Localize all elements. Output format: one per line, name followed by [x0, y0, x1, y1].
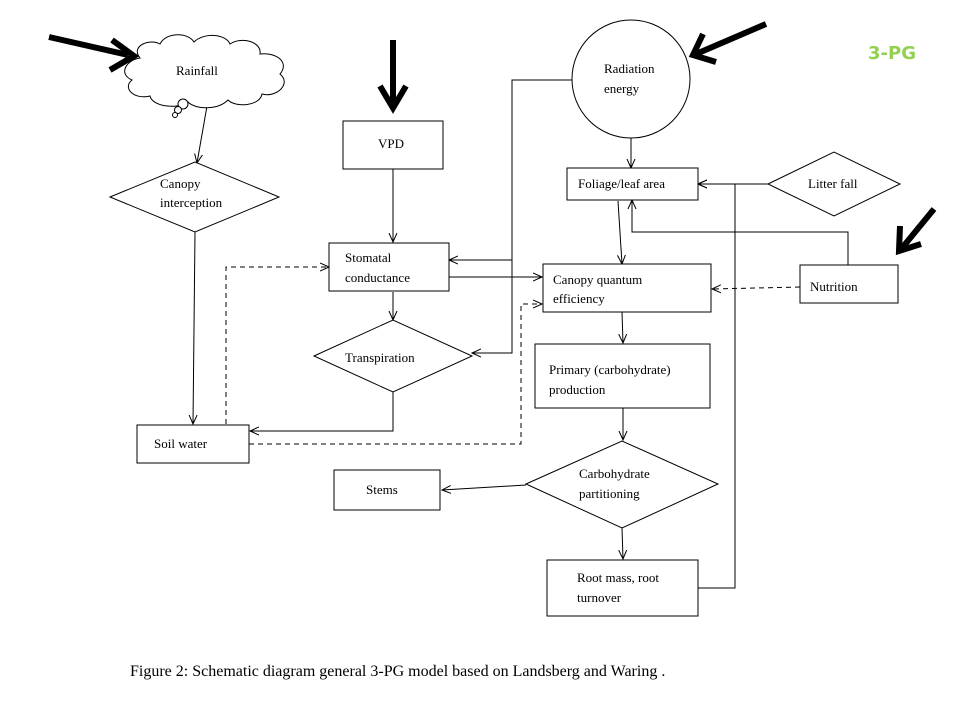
edge-interception-to-soilwater	[193, 231, 195, 424]
carbohydrate-partitioning-label-line1: Carbohydrate	[579, 466, 650, 481]
stems-label: Stems	[366, 482, 398, 497]
edge-root-to-foliage	[698, 184, 736, 589]
canopy-interception-label-line2: interception	[160, 195, 223, 210]
edge-cqe-to-primary	[622, 311, 623, 343]
edge-partitioning-to-stems	[442, 484, 527, 490]
edge-nutrition-to-foliage	[632, 200, 849, 265]
edge-radiation-to-transpiration	[472, 260, 513, 353]
vpd-node: VPD	[342, 120, 444, 170]
nutrition-input-arrow	[895, 207, 937, 256]
cqe-label-line2: efficiency	[553, 291, 605, 306]
transpiration-node: Transpiration	[312, 319, 474, 393]
soil-water-label: Soil water	[154, 436, 208, 451]
foliage-leaf-area-node: Foliage/leaf area	[566, 167, 699, 201]
connectors	[193, 79, 849, 589]
radiation-input-arrow	[688, 21, 768, 65]
vpd-label: VPD	[378, 136, 404, 151]
input-arrows	[48, 21, 937, 256]
model-badge: 3-PG	[868, 43, 916, 64]
rainfall-cloud-node: Rainfall	[124, 34, 285, 118]
primary-production-label-line2: production	[549, 382, 606, 397]
carbohydrate-partitioning-label-line2: partitioning	[579, 486, 640, 501]
foliage-leaf-area-label: Foliage/leaf area	[578, 176, 665, 191]
stems-node: Stems	[333, 469, 441, 511]
stomatal-conductance-label-line2: conductance	[345, 270, 410, 285]
cqe-label-line1: Canopy quantum	[553, 272, 642, 287]
figure-caption: Figure 2: Schematic diagram general 3-PG…	[130, 663, 665, 680]
litter-fall-node: Litter fall	[766, 151, 902, 217]
nutrition-node: Nutrition	[799, 264, 899, 304]
primary-production-label-line1: Primary (carbohydrate)	[549, 362, 671, 377]
stomatal-conductance-label-line1: Stomatal	[345, 250, 392, 265]
edge-partitioning-to-root	[622, 527, 623, 559]
rainfall-input-arrow	[48, 34, 140, 73]
canopy-quantum-efficiency-node: Canopy quantum efficiency	[542, 263, 712, 313]
edge-transpiration-to-soilwater	[250, 392, 394, 431]
radiation-energy-label-line2: energy	[604, 81, 640, 96]
primary-production-node: Primary (carbohydrate) production	[534, 343, 711, 409]
root-mass-label-line2: turnover	[577, 590, 622, 605]
vpd-input-arrow	[377, 40, 409, 114]
canopy-interception-label-line1: Canopy	[160, 176, 201, 191]
transpiration-label: Transpiration	[345, 350, 415, 365]
stomatal-conductance-node: Stomatal conductance	[328, 242, 450, 292]
edge-soilwater-to-cqe	[249, 304, 542, 445]
edge-soilwater-to-stomatal	[225, 267, 329, 424]
canopy-interception-node: Canopy interception	[108, 161, 281, 233]
nutrition-label: Nutrition	[810, 279, 858, 294]
radiation-energy-label-line1: Radiation	[604, 61, 655, 76]
soil-water-node: Soil water	[136, 424, 250, 464]
rainfall-label: Rainfall	[176, 63, 218, 78]
radiation-energy-node: Radiation energy	[571, 19, 691, 139]
edge-nutrition-to-cqe	[712, 287, 801, 289]
root-mass-label-line1: Root mass, root	[577, 570, 659, 585]
litter-fall-label: Litter fall	[808, 176, 858, 191]
edge-foliage-to-cqe	[618, 200, 622, 264]
root-mass-node: Root mass, root turnover	[546, 559, 699, 617]
carbohydrate-partitioning-node: Carbohydrate partitioning	[524, 440, 720, 529]
edge-radiation-to-stomatal	[449, 79, 573, 260]
edge-rainfall-to-interception	[197, 105, 208, 163]
